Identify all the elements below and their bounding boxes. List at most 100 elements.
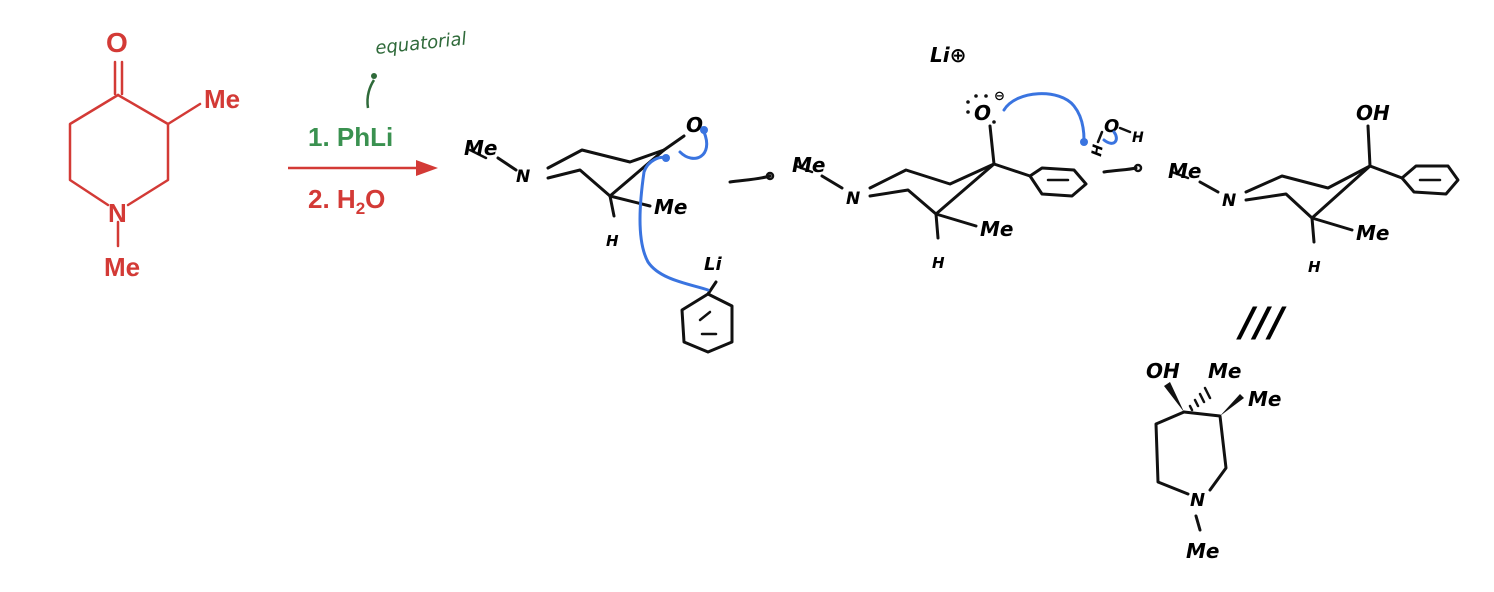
- s4-hashed-bond: [1188, 386, 1212, 412]
- s1-li-label: Li: [704, 254, 722, 275]
- s1-chair-front: [546, 148, 666, 198]
- s3-oh-label: OH: [1356, 101, 1390, 125]
- s1-n-methyl-bond: [496, 156, 518, 172]
- s4-n-label: N: [1190, 490, 1205, 511]
- s2-o-label: O: [974, 101, 991, 125]
- s2-oh-bond-arrow: [1102, 130, 1118, 145]
- s1-carbonyl-arrow-tip: [700, 126, 708, 134]
- s2-h-label: H: [932, 254, 945, 272]
- s1-me-scribble: [468, 148, 488, 160]
- reactant-methyl-top: Me: [204, 84, 240, 114]
- reactant-nitrogen: N: [108, 198, 127, 228]
- s4-ring-left: [1154, 410, 1190, 496]
- s3-co-bond: [1366, 124, 1372, 168]
- s4-hash-4: [1203, 386, 1212, 400]
- s2-charge-label: ⊖: [994, 89, 1005, 104]
- s2-water-bond-2: [1096, 130, 1104, 144]
- s1-attack-arrow: [638, 156, 710, 292]
- s3-phenyl-ring: [1400, 164, 1460, 196]
- equivalence-symbol: ///: [1236, 300, 1287, 346]
- s4-oh-label: OH: [1146, 359, 1180, 383]
- s2-n-methyl-bond: [820, 174, 844, 190]
- s3-me-bond: [1310, 216, 1354, 232]
- s2-water-h2-label: H: [1089, 143, 1107, 158]
- s4-oh-wedge: [1164, 382, 1184, 412]
- s1-carbonyl-arrow: [678, 130, 709, 160]
- s2-chair-back: [868, 162, 996, 190]
- step-arrow-1: [728, 171, 775, 184]
- s3-c-ph-bond: [1368, 164, 1404, 180]
- s1-attack-arrow-tip: [662, 154, 670, 162]
- s3-chair-front: [1244, 164, 1372, 220]
- structure-1-ketone-chair: Me N O Me H Li: [464, 113, 734, 354]
- annotation-pointer-tip: [371, 73, 377, 79]
- s1-phenyl-ring: [680, 292, 734, 354]
- s1-me-bond: [608, 194, 652, 208]
- equatorial-annotation: equatorial: [374, 29, 467, 59]
- s1-phenyl-inner-1: [698, 310, 712, 322]
- s4-me-wedge: [1220, 394, 1244, 416]
- step-arrow-2: [1102, 163, 1143, 174]
- s1-n-label: N: [516, 167, 530, 187]
- s2-lone-pair-1: [966, 100, 970, 104]
- s2-me-bond: [934, 212, 978, 228]
- s2-c-ph-bond: [992, 162, 1032, 178]
- s3-n-label: N: [1222, 191, 1236, 211]
- s4-n-methyl-bond: [1194, 514, 1202, 532]
- annotation-pointer: [366, 79, 376, 109]
- s3-ring-me-label: Me: [1356, 221, 1389, 245]
- step-arrow-1-line: [728, 174, 772, 184]
- s4-hash-3: [1198, 392, 1206, 404]
- s2-protonation-arrow-tip: [1080, 138, 1088, 146]
- s1-me-label: Me: [464, 136, 497, 160]
- ring-bonds-left: [68, 93, 120, 207]
- s2-protonation-arrow: [1002, 92, 1086, 142]
- s1-o-label: O: [686, 113, 703, 137]
- s3-me-label: Me: [1168, 159, 1201, 183]
- step-arrow-2-line: [1102, 166, 1138, 174]
- s3-h-bond: [1310, 216, 1316, 244]
- s1-chair-back: [546, 148, 666, 170]
- s4-hash-1: [1188, 404, 1194, 412]
- s4-ring-right: [1182, 410, 1228, 492]
- s2-water-h1-label: H: [1132, 130, 1144, 146]
- s2-ring-me-label: Me: [980, 217, 1013, 241]
- step-2-label: 2. H2O: [308, 184, 385, 218]
- s2-me-label: Me: [792, 153, 825, 177]
- s2-co-bond: [988, 124, 996, 166]
- s2-lone-pair-2: [974, 94, 978, 98]
- s3-chair-back: [1244, 164, 1372, 194]
- s4-hash-2: [1193, 398, 1200, 408]
- s1-c-li-bond: [706, 280, 718, 296]
- structure-4-flat-product: OH Me Me N Me: [1146, 359, 1281, 563]
- s4-me-side-label: Me: [1248, 387, 1281, 411]
- s2-chair-front: [868, 162, 996, 216]
- s2-lone-pair-3: [966, 110, 970, 114]
- s2-lone-pair-4: [984, 94, 988, 98]
- s4-me-top-label: Me: [1208, 359, 1241, 383]
- s2-li-plus-label: Li⊕: [930, 43, 966, 67]
- s1-h-label: H: [606, 232, 619, 250]
- reaction-arrow-head: [416, 160, 438, 176]
- s2-water-bond-1: [1118, 126, 1132, 134]
- reaction-conditions: 1. PhLi 2. H2O equatorial: [288, 29, 467, 218]
- s3-me-scribble: [1170, 170, 1190, 180]
- step-arrow-2-head: [1133, 163, 1143, 173]
- s1-co-bond: [662, 134, 686, 152]
- s1-h-bond: [608, 194, 616, 218]
- reactant-methyl-bottom: Me: [104, 252, 140, 282]
- s2-me-scribble: [794, 164, 814, 174]
- s2-h-bond: [934, 212, 940, 240]
- structure-2-alkoxide-chair: Li⊕ O ⊖ Me N Me H O H H: [792, 43, 1144, 272]
- s2-lone-pair-5: [992, 120, 996, 124]
- s2-water-o-label: O: [1104, 116, 1119, 137]
- s2-phenyl-ring: [1028, 166, 1088, 198]
- s4-me-bottom-label: Me: [1186, 539, 1219, 563]
- s3-h-label: H: [1308, 258, 1321, 276]
- s1-ring-me-label: Me: [654, 195, 687, 219]
- reactant-structure: O Me N Me: [68, 27, 240, 282]
- s2-n-label: N: [846, 189, 860, 209]
- ring-bonds-right: [116, 93, 170, 207]
- structure-3-alcohol-chair: OH Me N Me H: [1168, 101, 1460, 276]
